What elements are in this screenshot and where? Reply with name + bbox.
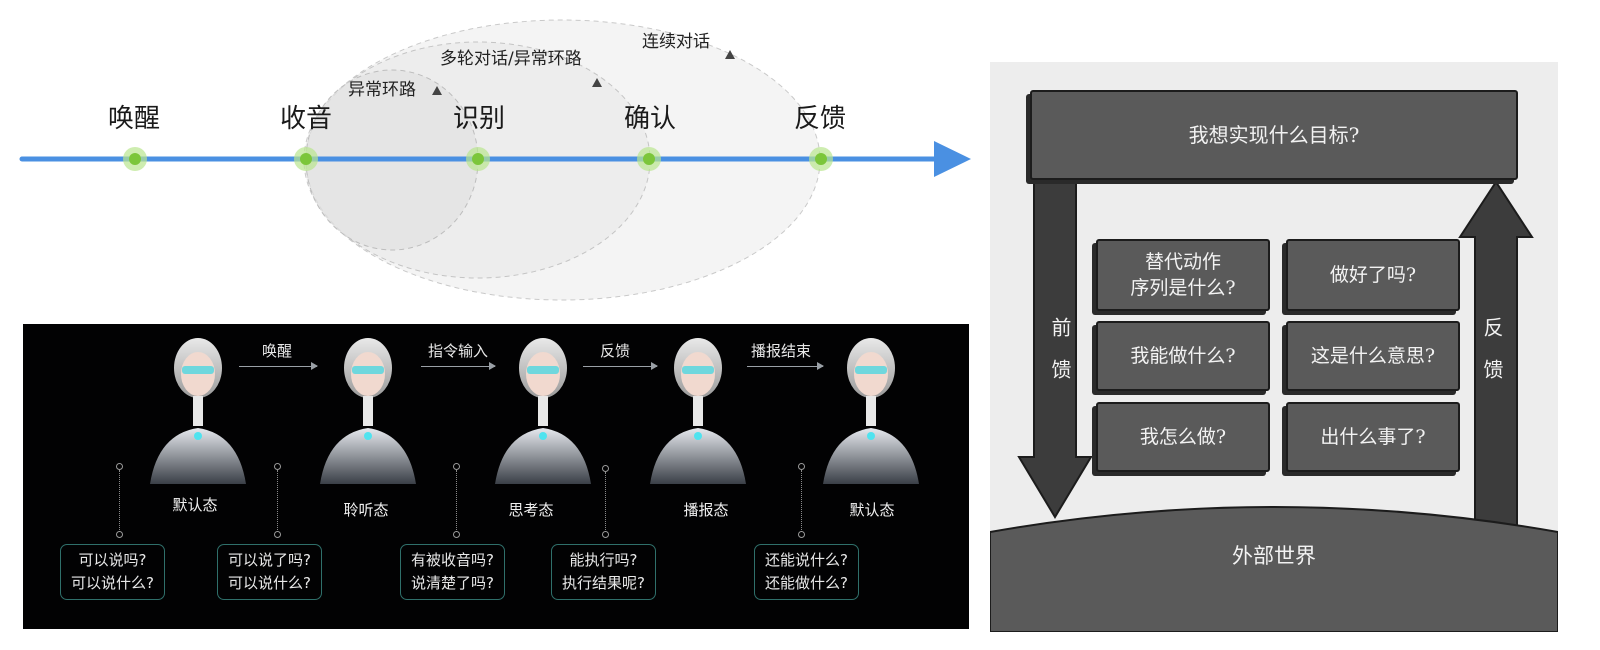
stage-label-confirm: 确认 (623, 104, 677, 134)
stage-label-wake: 唤醒 (107, 104, 161, 134)
transition-arrow-icon (239, 362, 318, 370)
feedforward-arrow-icon (1017, 171, 1093, 519)
transition-arrow-icon (583, 362, 658, 370)
state-label-thinking: 思考态 (508, 501, 554, 519)
timeline-node (809, 147, 833, 171)
grid-box-can-do: 我能做什么? (1096, 321, 1270, 391)
transition-arrow-icon (421, 362, 496, 370)
timeline-node (123, 147, 147, 171)
timeline-node (466, 147, 490, 171)
stage-label-record: 收音 (279, 104, 333, 134)
connector-dot (798, 463, 805, 470)
feedforward-label: 前馈 (1048, 317, 1072, 401)
feedback-label: 反馈 (1480, 317, 1504, 401)
question-line: 可以说什么? (71, 574, 154, 592)
question-line: 说清楚了吗? (411, 574, 494, 592)
connector-dot (116, 463, 123, 470)
state-label-default-end: 默认态 (849, 501, 895, 519)
outside-world-label: 外部世界 (1232, 544, 1316, 568)
loop-arrow-icon (592, 78, 602, 87)
connector-dot (798, 531, 805, 538)
state-label-listening: 聆听态 (343, 501, 389, 519)
state-label-default: 默认态 (172, 496, 218, 514)
goal-panel-graphics (990, 171, 1558, 632)
connector-dot (453, 463, 460, 470)
loop-arrow-icon (725, 50, 735, 59)
loop-label-multiturn: 多轮对话/异常环路 (440, 49, 582, 69)
question-box: 可以说了吗? 可以说什么? (217, 544, 322, 600)
stage-label-recognize: 识别 (452, 104, 506, 134)
grid-box-meaning: 这是什么意思? (1286, 321, 1460, 391)
robot-avatar-icon (650, 338, 746, 484)
question-line: 有被收音吗? (411, 551, 494, 569)
question-box: 能执行吗? 执行结果呢? (551, 544, 656, 600)
question-line: 还能做什么? (765, 574, 848, 592)
connector-dot (602, 531, 609, 538)
feedback-arrow-icon (1458, 180, 1534, 528)
connector-line (605, 472, 606, 532)
loop-label-continuous: 连续对话 (642, 32, 710, 52)
robot-avatar-icon (495, 338, 591, 484)
question-line: 能执行吗? (569, 551, 638, 569)
connector-line (277, 470, 278, 532)
robot-state-panel: 唤醒 指令输入 反馈 播报结束 默认态 聆听态 思考态 播报态 默认态 可以说吗… (23, 324, 969, 629)
loop-label-exception: 异常环路 (348, 80, 416, 100)
connector-dot (453, 531, 460, 538)
timeline-node (637, 147, 661, 171)
transition-arrow-icon (747, 362, 824, 370)
question-box: 还能说什么? 还能做什么? (754, 544, 859, 600)
goal-feedback-panel: 我想实现什么目标? 前馈 反馈 替代动作 序列是什么? 做好了吗? 我能做什么?… (990, 62, 1558, 632)
stage-label-feedback: 反馈 (793, 104, 847, 134)
loop-arrow-icon (432, 86, 442, 95)
connector-dot (274, 531, 281, 538)
robot-avatar-icon (823, 338, 919, 484)
timeline-arrowhead (934, 141, 971, 177)
question-box: 可以说吗? 可以说什么? (60, 544, 165, 600)
question-line: 可以说了吗? (228, 551, 311, 569)
connector-line (801, 470, 802, 532)
transition-label-feedback: 反馈 (599, 342, 631, 360)
question-line: 可以说吗? (78, 551, 147, 569)
grid-box-what-happened: 出什么事了? (1286, 402, 1460, 472)
transition-label-wake: 唤醒 (261, 342, 293, 360)
connector-line (119, 470, 120, 532)
connector-dot (274, 463, 281, 470)
connector-dot (116, 531, 123, 538)
timeline-node (294, 147, 318, 171)
state-label-speaking: 播报态 (683, 501, 729, 519)
transition-label-end: 播报结束 (750, 342, 812, 360)
goal-top-box: 我想实现什么目标? (1030, 90, 1518, 180)
transition-label-command: 指令输入 (427, 342, 489, 360)
robot-figures (150, 338, 919, 484)
world-ground (990, 506, 1558, 632)
connector-dot (602, 465, 609, 472)
question-box: 有被收音吗? 说清楚了吗? (400, 544, 505, 600)
robot-avatar-icon (320, 338, 416, 484)
grid-box-how: 我怎么做? (1096, 402, 1270, 472)
question-line: 可以说什么? (228, 574, 311, 592)
robot-avatar-icon (150, 338, 246, 484)
question-line: 还能说什么? (765, 551, 848, 569)
connector-line (456, 470, 457, 532)
question-line: 执行结果呢? (562, 574, 645, 592)
grid-box-done: 做好了吗? (1286, 239, 1460, 311)
grid-box-alternatives: 替代动作 序列是什么? (1096, 239, 1270, 311)
